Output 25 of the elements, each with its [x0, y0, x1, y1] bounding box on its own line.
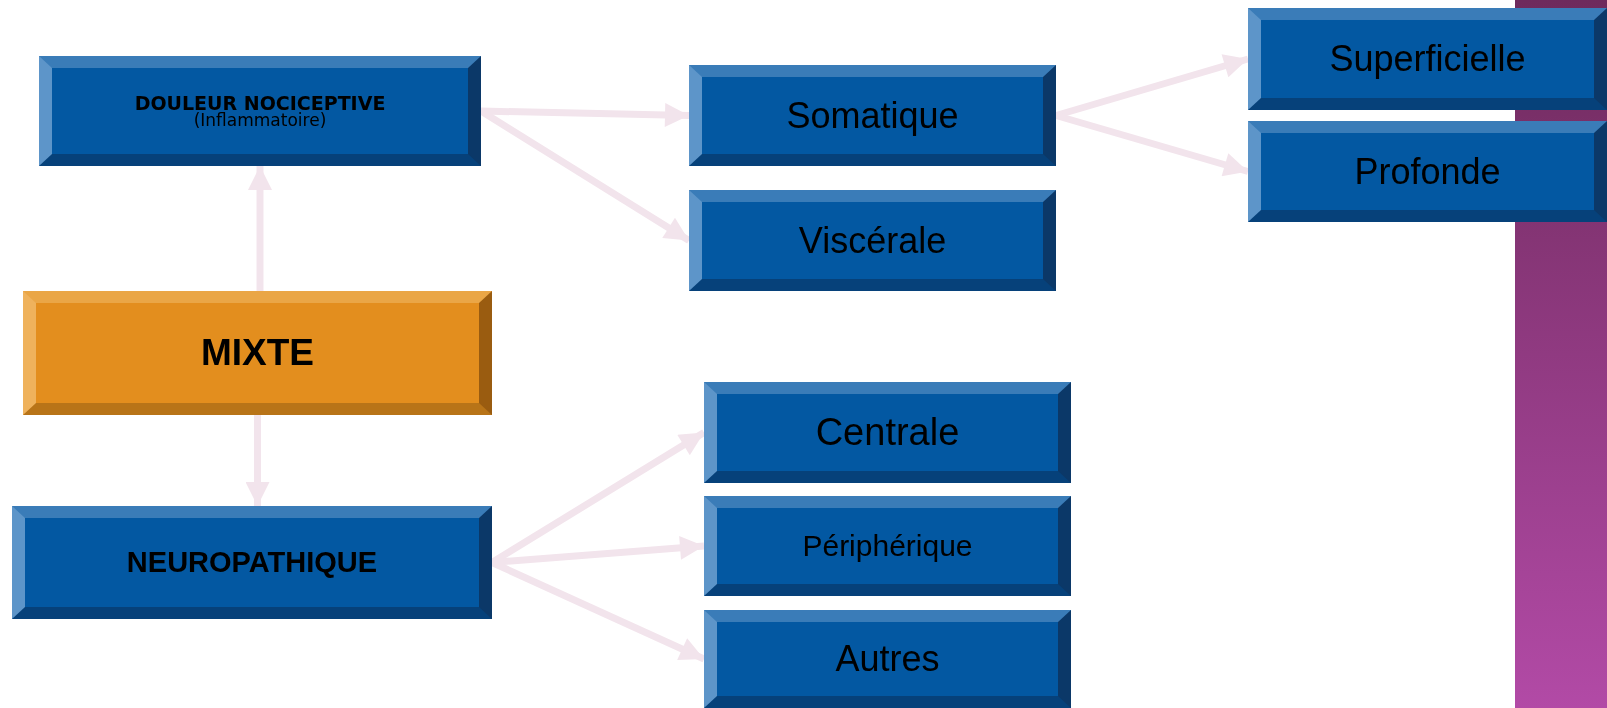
arrow: [245, 415, 270, 506]
box-title: Périphérique: [802, 528, 973, 564]
process-box: [1248, 121, 1607, 222]
box-title: MIXTE: [200, 331, 315, 375]
process-box: [704, 496, 1071, 596]
process-box: [23, 291, 492, 415]
arrow: [248, 166, 272, 291]
box-title: Profonde: [1354, 150, 1501, 193]
process-box: [39, 56, 481, 166]
process-box: [704, 610, 1071, 708]
box-title: Viscérale: [798, 219, 947, 262]
box-title: NEUROPATHIQUE: [126, 545, 378, 580]
process-box: [704, 382, 1071, 483]
box-title: Autres: [835, 638, 940, 680]
arrow: [480, 103, 690, 127]
process-box: [1248, 8, 1607, 110]
box-title: Centrale: [815, 410, 960, 455]
box-title: Somatique: [786, 94, 959, 137]
box-title: Superficielle: [1329, 38, 1526, 80]
process-box: [12, 506, 492, 619]
process-box: [689, 65, 1056, 166]
process-box: [689, 190, 1056, 291]
box-subtitle: (Inflammatoire): [193, 111, 327, 129]
arrow: [1055, 112, 1249, 177]
box-title: DOULEUR NOCICEPTIVE: [134, 93, 386, 112]
